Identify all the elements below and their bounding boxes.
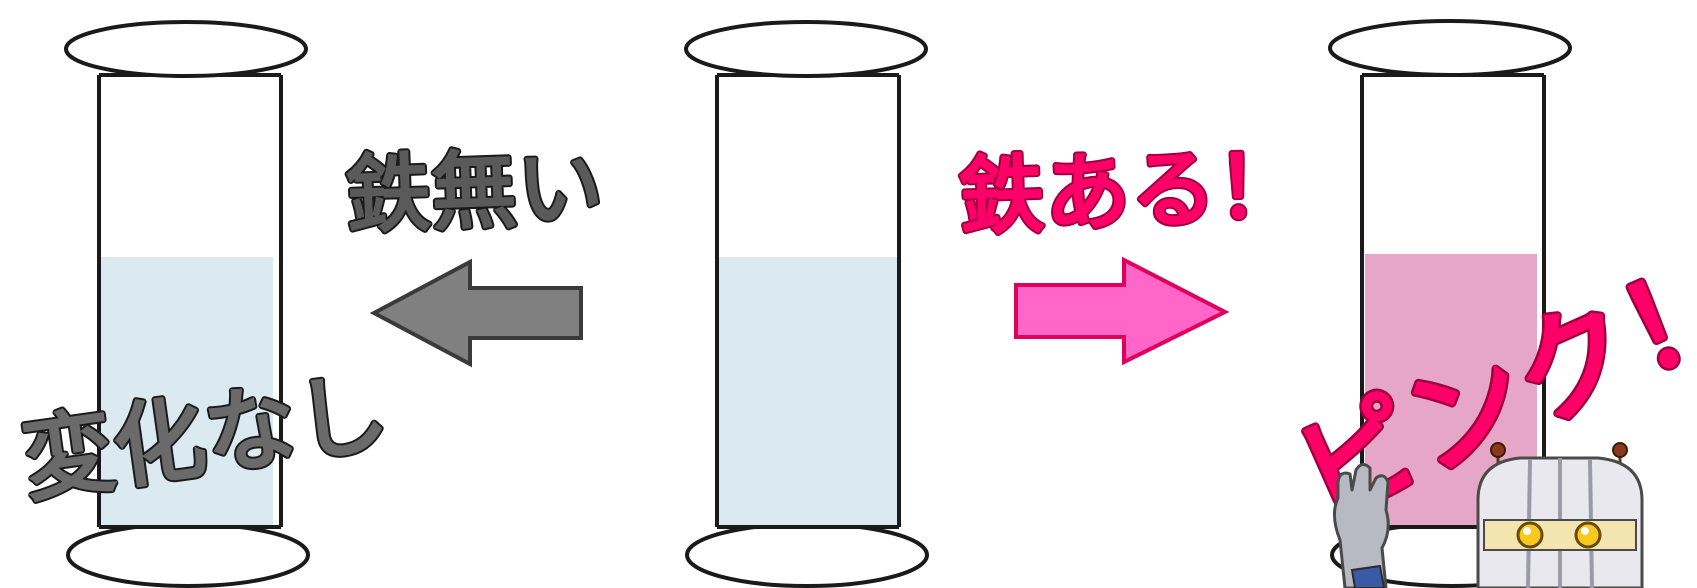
- mascot-hand: [1333, 463, 1390, 588]
- left-cylinder-rim: [64, 20, 308, 78]
- left-cylinder-liquid: [101, 257, 273, 527]
- label-has-iron: 鉄ある！: [957, 136, 1304, 248]
- left-cylinder-base: [66, 522, 310, 588]
- right-arrow: [1014, 256, 1230, 366]
- label-no-iron: 鉄無い: [343, 138, 604, 247]
- middle-cylinder-rim: [684, 20, 928, 78]
- left-arrow: [369, 258, 583, 368]
- mascot-head: [1476, 442, 1644, 588]
- right-cylinder-rim: [1328, 19, 1572, 77]
- middle-cylinder-base: [685, 522, 929, 588]
- middle-cylinder-liquid: [719, 257, 897, 527]
- left-cylinder: [64, 20, 310, 588]
- middle-cylinder: [684, 20, 929, 588]
- mascot-character: [1333, 442, 1644, 588]
